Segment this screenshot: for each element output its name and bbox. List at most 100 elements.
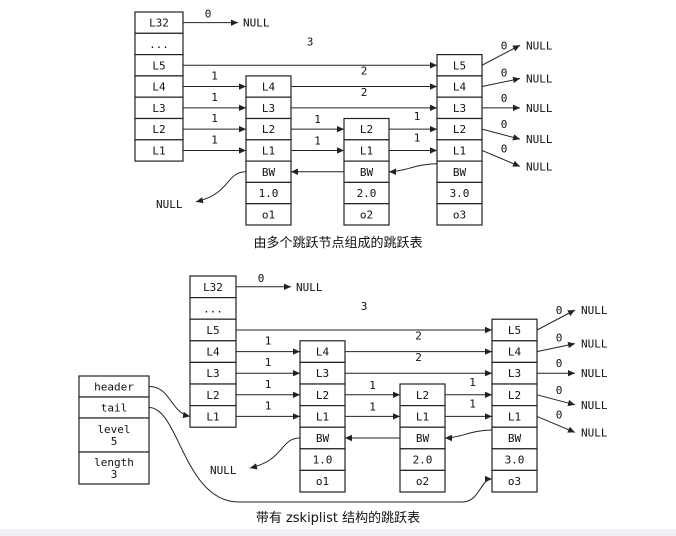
top-node2-obj: o2 xyxy=(343,203,390,226)
top-header-level-ellipsis: ... xyxy=(134,32,184,56)
top-null-node3-l5: NULL xyxy=(526,39,553,52)
bottom-node1-level-l4-label: L4 xyxy=(316,346,330,359)
bottom-span-node3-l2: 0 xyxy=(556,384,563,397)
top-node1-level-l2: L2 xyxy=(245,117,292,141)
bottom-span-header-l32: 0 xyxy=(258,272,265,285)
bottom-node1-backward-label: BW xyxy=(316,432,330,445)
top-node1-level-l3-label: L3 xyxy=(262,102,275,115)
top-null-node3-l1: NULL xyxy=(526,160,553,173)
bottom-span-node3-l5: 0 xyxy=(556,304,563,317)
top-span-node3-l4: 0 xyxy=(501,67,508,80)
top-node3-obj: o3 xyxy=(436,203,483,226)
bottom-span-node1-l4: 2 xyxy=(415,330,422,343)
top-edge-node3-l5 xyxy=(481,44,521,66)
bottom-header-level-l4-label: L4 xyxy=(206,346,220,359)
caption-top: 由多个跳跃节点组成的跳跃表 xyxy=(253,236,423,251)
bottom-node2-backward-label: BW xyxy=(416,432,430,445)
top-node1-obj-box xyxy=(245,203,292,226)
bottom-node3-level-l1: L1 xyxy=(491,405,538,428)
bottom-edge-node3-l5 xyxy=(536,309,576,331)
bottom-node2-obj-label: o2 xyxy=(416,475,429,488)
top-edge-node3-l2 xyxy=(481,128,521,141)
top-span-header-l32: 0 xyxy=(205,8,212,21)
bottom-header-level-l1: L1 xyxy=(189,405,237,428)
top-node3-level-l2: L2 xyxy=(436,117,483,141)
top-node3-level-l1: L1 xyxy=(436,139,483,162)
bottom-header-level-l1-label: L1 xyxy=(206,410,219,423)
bottom-node3-obj-box xyxy=(491,469,538,493)
bottom-node3-level-l2-label: L2 xyxy=(508,389,521,402)
bottom-node1-score-label: 1.0 xyxy=(313,454,333,467)
top-header-level-l5: L5 xyxy=(134,53,184,77)
bottom-node3-level-l2: L2 xyxy=(491,383,538,407)
bottom-null-node3-l1: NULL xyxy=(581,426,608,439)
bottom-node1-score: 1.0 xyxy=(299,448,346,471)
bottom-null-node1-backward: NULL xyxy=(210,464,237,477)
top-header-level-l2-label: L2 xyxy=(152,123,165,136)
bottom-node2-level-l2-label: L2 xyxy=(416,389,429,402)
bottom-node3-score: 3.0 xyxy=(491,448,538,471)
top-span-node3-l1: 0 xyxy=(501,142,508,155)
top-node3-obj-label: o3 xyxy=(453,208,466,221)
top-span-node1-l3: 2 xyxy=(361,86,368,99)
top-header-level-l2: L2 xyxy=(134,117,184,141)
bottom-node3-backward-label: BW xyxy=(508,432,522,445)
bottom-span-header-l1: 1 xyxy=(265,399,272,412)
top-node1-level-l3: L3 xyxy=(245,96,292,120)
skiplist-top-diagram: L32...L5L4L3L2L1L4L3L2L1BW1.0o1L2L1BW2.0… xyxy=(134,8,553,226)
top-node3-level-l5-label: L5 xyxy=(453,59,466,72)
bottom-span-node2-l2: 1 xyxy=(469,376,476,389)
top-span-header-l5: 3 xyxy=(307,35,314,48)
top-node2-score: 2.0 xyxy=(343,181,390,205)
bottom-span-node2-l1: 1 xyxy=(469,397,476,410)
bottom-node3-score-label: 3.0 xyxy=(505,454,525,467)
skiplist-bottom-diagram: L32...L5L4L3L2L1L4L3L2L1BW1.0o1L2L1BW2.0… xyxy=(78,272,608,503)
top-span-header-l3: 1 xyxy=(211,91,218,104)
top-null-node3-l3: NULL xyxy=(526,102,553,115)
bottom-header-level-l2-label: L2 xyxy=(206,389,219,402)
top-node2-level-l1: L1 xyxy=(343,139,390,162)
bottom-span-header-l2: 1 xyxy=(265,378,272,391)
top-edge-node1-backward-null xyxy=(195,171,247,204)
bottom-edge-node3-l1 xyxy=(536,415,576,433)
bottom-node2-score: 2.0 xyxy=(399,448,446,471)
bottom-node1-backward: BW xyxy=(299,426,346,450)
bottom-zskiplist-level-label: level xyxy=(97,423,130,436)
top-edge-node3-l1 xyxy=(481,149,521,167)
bottom-span-header-l3: 1 xyxy=(265,356,272,369)
bottom-span-header-l5: 3 xyxy=(361,300,368,313)
top-node1-level-l4: L4 xyxy=(245,75,292,98)
bottom-node2-level-l1-label: L1 xyxy=(416,410,429,423)
bottom-header-level-l3-label: L3 xyxy=(206,367,219,380)
bottom-null-node3-l2: NULL xyxy=(581,399,608,412)
bottom-node3-level-l4-label: L4 xyxy=(508,346,522,359)
bottom-node1-level-l2-label: L2 xyxy=(316,389,329,402)
top-node1-score-label: 1.0 xyxy=(259,187,279,200)
top-node2-level-l1-label: L1 xyxy=(360,144,373,157)
top-node2-level-l2-label: L2 xyxy=(360,123,373,136)
bottom-node1-level-l1-label: L1 xyxy=(316,410,329,423)
top-node3-score-label: 3.0 xyxy=(450,187,470,200)
bottom-span-node1-l1: 1 xyxy=(369,400,376,413)
top-node1-level-l4-label: L4 xyxy=(262,81,276,94)
top-node2-obj-box xyxy=(343,203,390,226)
bottom-node3-level-l5-label: L5 xyxy=(508,324,521,337)
bottom-node1-obj-box xyxy=(299,469,346,493)
top-null-node3-l4: NULL xyxy=(526,73,553,86)
top-node3-level-l4: L4 xyxy=(436,75,483,98)
bottom-header-level-ellipsis: ... xyxy=(189,297,237,320)
bottom-zskiplist-level-label: 5 xyxy=(111,435,118,448)
top-node3-level-l4-label: L4 xyxy=(453,81,467,94)
top-node2-level-l2: L2 xyxy=(343,117,390,141)
top-span-node3-l3: 0 xyxy=(501,92,508,105)
top-node3-backward-label: BW xyxy=(453,166,467,179)
bottom-node3-level-l5: L5 xyxy=(491,318,538,342)
bottom-zskiplist-tail-label: tail xyxy=(101,402,128,415)
bottom-node1-level-l3-label: L3 xyxy=(316,367,329,380)
bottom-node3-obj-label: o3 xyxy=(508,475,521,488)
bottom-null-node3-l4: NULL xyxy=(581,338,608,351)
bottom-header-level-ellipsis-label: ... xyxy=(203,302,223,315)
bottom-header-level-l32-label: L32 xyxy=(203,281,223,294)
top-node3-level-l2-label: L2 xyxy=(453,123,466,136)
bottom-edge-bar xyxy=(0,529,676,536)
